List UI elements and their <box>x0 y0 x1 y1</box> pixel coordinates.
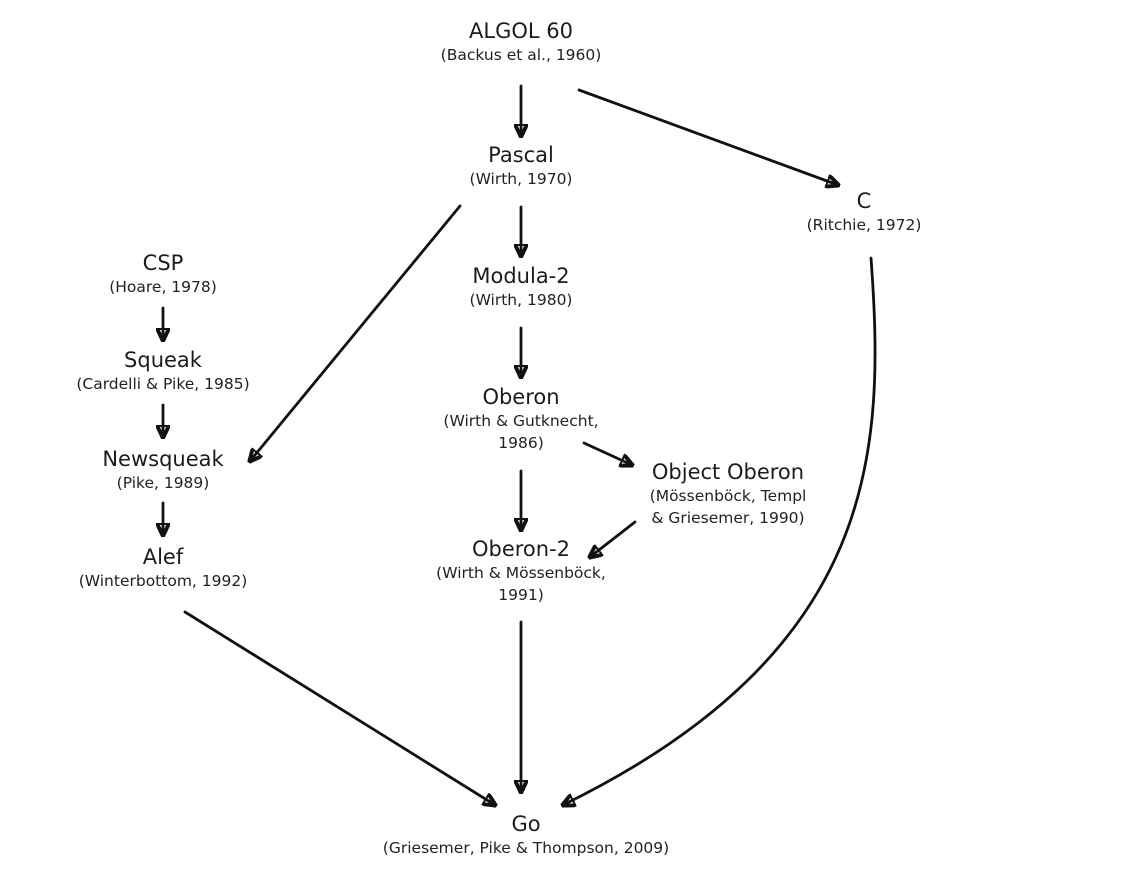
node-citation: (Wirth, 1980) <box>469 291 573 309</box>
arrow-alef-to-go <box>183 610 495 805</box>
node-oberon2: Oberon-2 (Wirth & Mössenböck, 1991) <box>436 536 606 606</box>
node-name: Modula-2 <box>472 264 570 288</box>
arrow-oberon-to-object-oberon <box>582 441 632 465</box>
node-citation-continued: 1991) <box>498 586 544 604</box>
node-name: Go <box>511 812 541 836</box>
node-name: CSP <box>142 251 184 275</box>
node-citation: (Cardelli & Pike, 1985) <box>76 375 250 393</box>
node-citation: (Griesemer, Pike & Thompson, 2009) <box>382 839 670 857</box>
node-alef: Alef (Winterbottom, 1992) <box>79 544 248 592</box>
node-citation: (Hoare, 1978) <box>109 278 217 296</box>
node-name: Object Oberon <box>651 460 805 484</box>
node-citation: (Pike, 1989) <box>116 474 210 492</box>
node-oberon: Oberon (Wirth & Gutknecht, 1986) <box>443 384 598 454</box>
node-object-oberon: Object Oberon (Mössenböck, Templ & Gries… <box>650 459 807 529</box>
node-citation-continued: 1986) <box>498 434 544 452</box>
node-name: ALGOL 60 <box>469 19 573 43</box>
node-modula2: Modula-2 (Wirth, 1980) <box>470 263 573 311</box>
node-csp: CSP (Hoare, 1978) <box>109 250 217 298</box>
node-citation: (Wirth & Gutknecht, <box>443 412 599 430</box>
node-name: Pascal <box>488 143 554 167</box>
node-citation: (Wirth & Mössenböck, <box>436 564 606 582</box>
node-pascal: Pascal (Wirth, 1970) <box>470 142 573 190</box>
arrow-algol60-to-c <box>577 88 838 185</box>
node-name: C <box>856 189 872 213</box>
node-newsqueak: Newsqueak (Pike, 1989) <box>102 446 223 494</box>
node-name: Oberon <box>482 385 560 409</box>
node-name: Squeak <box>124 348 202 372</box>
node-name: Oberon-2 <box>471 537 571 561</box>
node-citation: (Mössenböck, Templ <box>649 487 807 505</box>
arrow-pascal-to-newsqueak <box>250 204 462 461</box>
node-citation-continued: & Griesemer, 1990) <box>651 509 805 527</box>
node-squeak: Squeak (Cardelli & Pike, 1985) <box>76 347 249 395</box>
node-citation: (Ritchie, 1972) <box>806 216 922 234</box>
node-citation: (Winterbottom, 1992) <box>78 572 248 590</box>
node-citation: (Backus et al., 1960) <box>440 46 602 64</box>
node-citation: (Wirth, 1970) <box>469 170 573 188</box>
node-go: Go (Griesemer, Pike & Thompson, 2009) <box>383 811 669 859</box>
arrow-c-to-go <box>563 256 877 805</box>
node-algol60: ALGOL 60 (Backus et al., 1960) <box>441 18 602 66</box>
node-name: Newsqueak <box>102 447 224 471</box>
node-name: Alef <box>142 545 184 569</box>
node-c: C (Ritchie, 1972) <box>807 188 922 236</box>
arrow-object-oberon-to-oberon2 <box>590 520 637 557</box>
